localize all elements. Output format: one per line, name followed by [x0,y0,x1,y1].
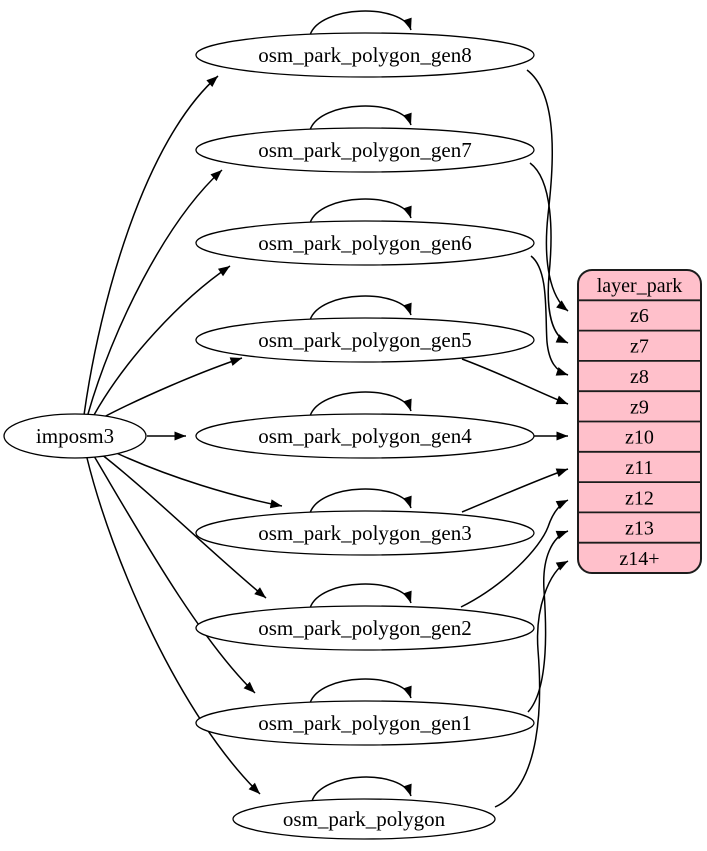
node-osm-park-polygon: osm_park_polygon [232,798,496,840]
gen4-label: osm_park_polygon_gen4 [258,424,472,448]
layer-row-z7: z7 [630,336,649,358]
imposm3-ellipse [3,413,147,459]
gen5-ellipse [195,317,535,363]
node-osm-park-polygon-gen6: osm_park_polygon_gen6 [195,220,535,266]
selfloop-gen7 [309,105,412,131]
edge-imposm3-to-gen3 [111,450,283,509]
imposm3-label: imposm3 [36,424,114,448]
node-osm-park-polygon-gen3: osm_park_polygon_gen3 [195,510,535,556]
gen3-ellipse [195,510,535,556]
selfloop-gen8 [309,10,412,36]
selfloop-gen1 [309,678,412,704]
polygon-label: osm_park_polygon [283,807,446,831]
selfloop-gen2 [309,583,412,609]
gen1-ellipse [195,700,535,746]
layer-row-z13: z13 [625,518,654,540]
node-osm-park-polygon-gen5: osm_park_polygon_gen5 [195,317,535,363]
layer-row-z8: z8 [630,366,649,388]
gen3-label: osm_park_polygon_gen3 [258,521,471,545]
node-osm-park-polygon-gen2: osm_park_polygon_gen2 [195,605,535,651]
edge-imposm3-to-gen1 [93,455,256,694]
gen7-ellipse [195,127,535,173]
gen5-label: osm_park_polygon_gen5 [258,328,471,352]
edge-polygon-to-z14 [494,560,569,808]
edges-to-layer [460,69,569,808]
gen2-label: osm_park_polygon_gen2 [258,616,471,640]
selfloop-gen5 [309,295,412,321]
node-osm-park-polygon-gen1: osm_park_polygon_gen1 [195,700,535,746]
edge-imposm3-to-gen6 [93,265,231,416]
node-layer-park: layer_park z6 z7 z8 z9 z10 z11 z12 z13 z… [577,269,702,574]
node-imposm3: imposm3 [3,413,147,459]
gen7-label: osm_park_polygon_gen7 [258,138,471,162]
layer-row-z12: z12 [625,487,654,509]
layer-row-z10: z10 [625,427,654,449]
gen1-label: osm_park_polygon_gen1 [258,711,471,735]
gen8-ellipse [195,32,535,78]
layer-park-title: layer_park [597,275,683,297]
edge-gen6-to-z8 [530,255,569,376]
gen4-ellipse [195,413,535,459]
gen6-ellipse [195,220,535,266]
edge-imposm3-to-polygon [86,457,261,795]
edge-gen3-to-z11 [461,468,569,513]
layer-row-z9: z9 [630,396,649,418]
selfloop-polygon [311,776,412,802]
edge-gen2-to-z12 [460,499,569,608]
edge-gen5-to-z9 [461,358,569,405]
node-osm-park-polygon-gen8: osm_park_polygon_gen8 [195,32,535,78]
edge-imposm3-to-gen7 [87,169,223,415]
gen2-ellipse [195,605,535,651]
layer-row-z14: z14+ [619,548,659,570]
self-loop-edges [309,10,412,802]
gen8-label: osm_park_polygon_gen8 [258,43,471,67]
layer-row-z6: z6 [630,305,649,327]
edges-from-source [83,75,283,795]
node-osm-park-polygon-gen4: osm_park_polygon_gen4 [195,413,535,459]
edge-imposm3-to-gen8 [83,75,219,416]
edge-imposm3-to-gen2 [100,453,267,599]
edge-gen8-to-z6 [526,69,569,312]
gen6-label: osm_park_polygon_gen6 [258,231,471,255]
edge-imposm3-to-gen5 [101,357,243,419]
node-osm-park-polygon-gen7: osm_park_polygon_gen7 [195,127,535,173]
polygon-ellipse [232,798,496,840]
edge-gen1-to-z13 [527,530,569,713]
layer-row-z11: z11 [625,457,653,479]
selfloop-gen3 [309,488,412,514]
selfloop-gen6 [309,198,412,224]
edge-gen7-to-z7 [529,162,569,344]
selfloop-gen4 [309,391,412,417]
